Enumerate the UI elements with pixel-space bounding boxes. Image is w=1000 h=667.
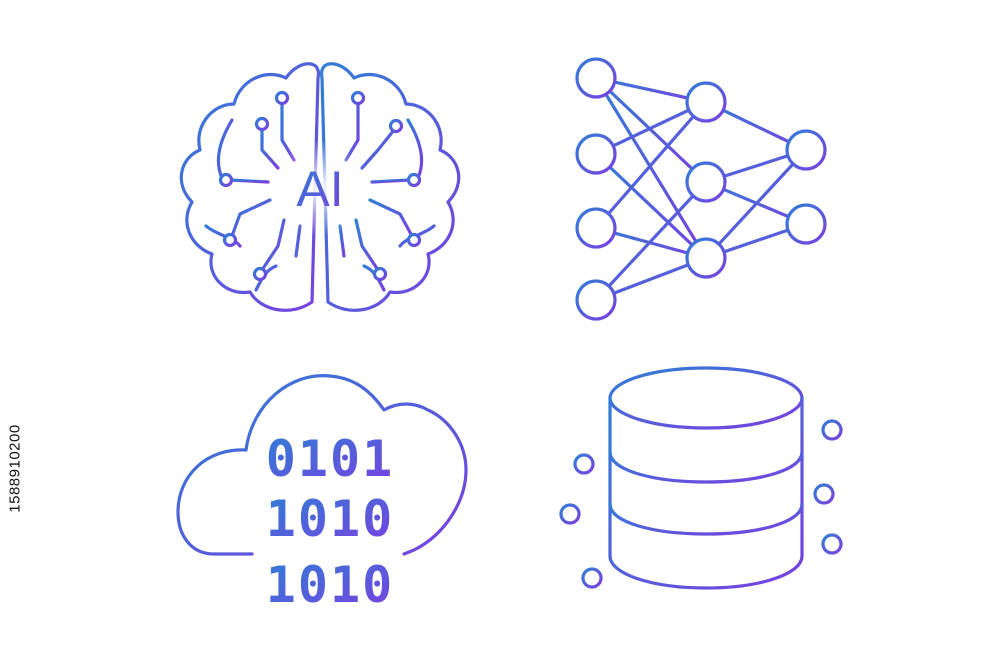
db-band xyxy=(608,502,804,536)
brain-left-hemisphere xyxy=(179,62,320,312)
brain-right-hemisphere xyxy=(320,62,461,312)
data-dot xyxy=(813,483,835,505)
ai-glow xyxy=(272,140,368,236)
stock-image-id: 1588910200 xyxy=(6,424,24,513)
nn-output-node xyxy=(785,129,827,171)
data-dot xyxy=(573,453,595,475)
binary-line-2: 1010 xyxy=(266,490,394,548)
db-band xyxy=(608,450,804,484)
data-dot xyxy=(821,533,843,555)
db-top xyxy=(608,366,804,430)
ai-brain-icon xyxy=(179,62,461,312)
data-dot xyxy=(581,567,603,589)
nn-output-node xyxy=(785,203,827,245)
binary-line-3: 1010 xyxy=(266,556,394,614)
db-body xyxy=(608,396,804,590)
cloud-outline xyxy=(176,374,468,556)
data-dot xyxy=(559,503,581,525)
nn-input-node xyxy=(575,133,617,175)
binary-cloud-icon: 0101 1010 1010 xyxy=(176,374,468,614)
nn-input-node xyxy=(575,57,617,99)
data-dot xyxy=(821,419,843,441)
neural-network-icon xyxy=(575,57,827,321)
nn-input-node xyxy=(575,207,617,249)
database-icon xyxy=(559,366,843,590)
nn-hidden-node xyxy=(685,161,727,203)
ai-label: AI xyxy=(296,161,343,217)
binary-line-1: 0101 xyxy=(266,430,394,488)
nn-hidden-node xyxy=(685,237,727,279)
nn-input-node xyxy=(575,279,617,321)
nn-hidden-node xyxy=(685,81,727,123)
